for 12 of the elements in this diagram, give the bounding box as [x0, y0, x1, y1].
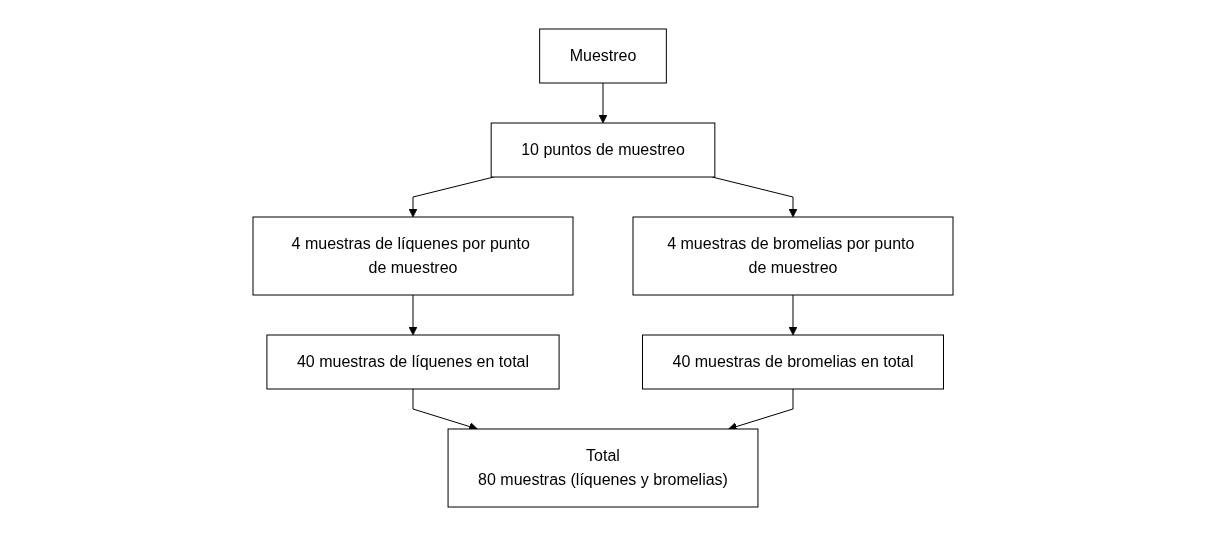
node-box: 4 muestras de bromelias por punto de muestreo	[632, 216, 954, 296]
node-box: 10 puntos de muestreo	[490, 122, 716, 178]
arrow	[412, 388, 478, 431]
node-box: 40 muestras de bromelias en total	[642, 334, 944, 390]
node-box: Total 80 muestras (líquenes y bromelias)	[447, 428, 759, 508]
node-box: 40 muestras de líquenes en total	[266, 334, 560, 390]
arrow	[598, 82, 608, 124]
arrow	[408, 294, 418, 336]
arrow	[788, 294, 798, 336]
node-box: 4 muestras de líquenes por punto de muestreo	[252, 216, 574, 296]
arrow	[728, 388, 794, 431]
node-box: Muestreo	[539, 28, 667, 84]
